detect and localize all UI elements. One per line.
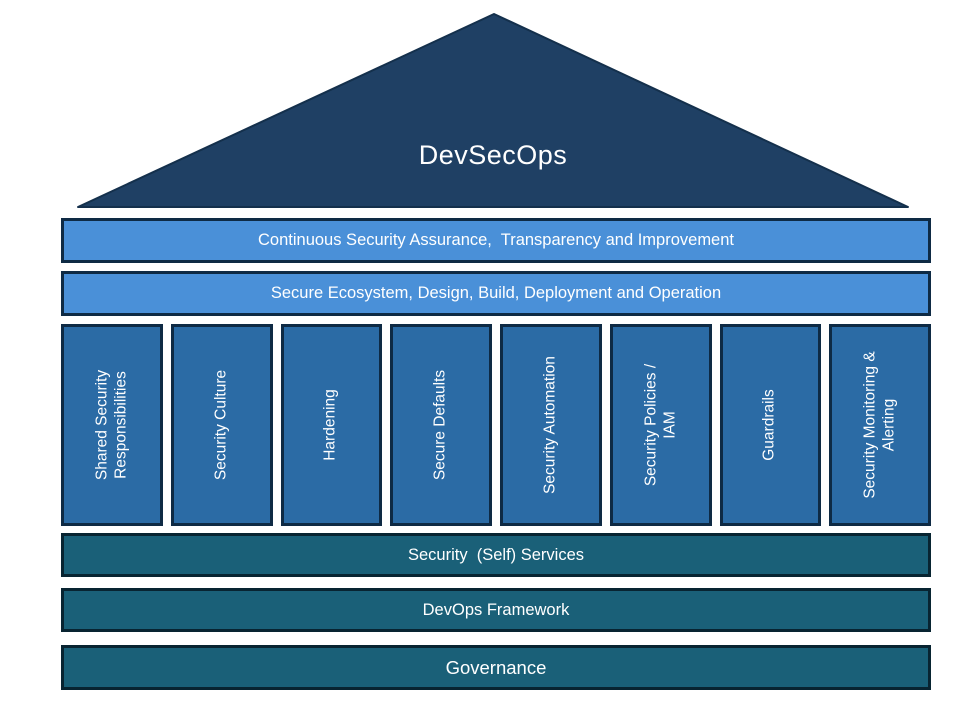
devops-framework-label: DevOps Framework [422,600,570,619]
secure-ecosystem-label: Secure Ecosystem, Design, Build, Deploym… [270,284,722,302]
pillars-row: Shared Security Responsibilities Securit… [61,324,931,526]
diagram-title: DevSecOps [418,140,568,170]
pillar-label-security-culture: Security Culture [212,369,230,481]
pillar-secure-defaults: Secure Defaults [390,324,492,526]
pillar-guardrails: Guardrails [719,324,822,526]
pillar-label-shared-security-responsibilities: Shared Security Responsibilities [93,369,129,481]
continuous-security-assurance-label: Continuous Security Assurance, Transpare… [258,231,734,249]
pillar-label-security-automation: Security Automation [541,356,559,494]
secure-ecosystem-bar: Secure Ecosystem, Design, Build, Deploym… [61,271,931,316]
continuous-security-assurance-bar: Continuous Security Assurance, Transpare… [61,218,931,263]
devops-framework-bar: DevOps Framework [61,588,931,632]
pillar-label-guardrails: Guardrails [761,389,779,461]
pillar-security-policies-iam: Security Policies / IAM [609,324,712,526]
pillar-label-security-monitoring-alerting: Security Monitoring & Alerting [861,351,898,499]
pillar-label-secure-defaults: Secure Defaults [431,369,449,481]
pillar-security-monitoring-alerting: Security Monitoring & Alerting [829,324,931,526]
pillar-security-automation: Security Automation [500,324,602,526]
pillar-hardening: Hardening [280,324,383,526]
pillar-label-hardening: Hardening [322,389,340,461]
pillar-security-culture: Security Culture [170,324,273,526]
pillar-shared-security-responsibilities: Shared Security Responsibilities [61,324,163,526]
security-self-services-label: Security (Self) Services [407,545,585,564]
security-self-services-bar: Security (Self) Services [61,533,931,577]
governance-bar: Governance [61,645,931,690]
pillar-label-security-policies-iam: Security Policies / IAM [642,363,678,487]
governance-label: Governance [445,656,547,678]
